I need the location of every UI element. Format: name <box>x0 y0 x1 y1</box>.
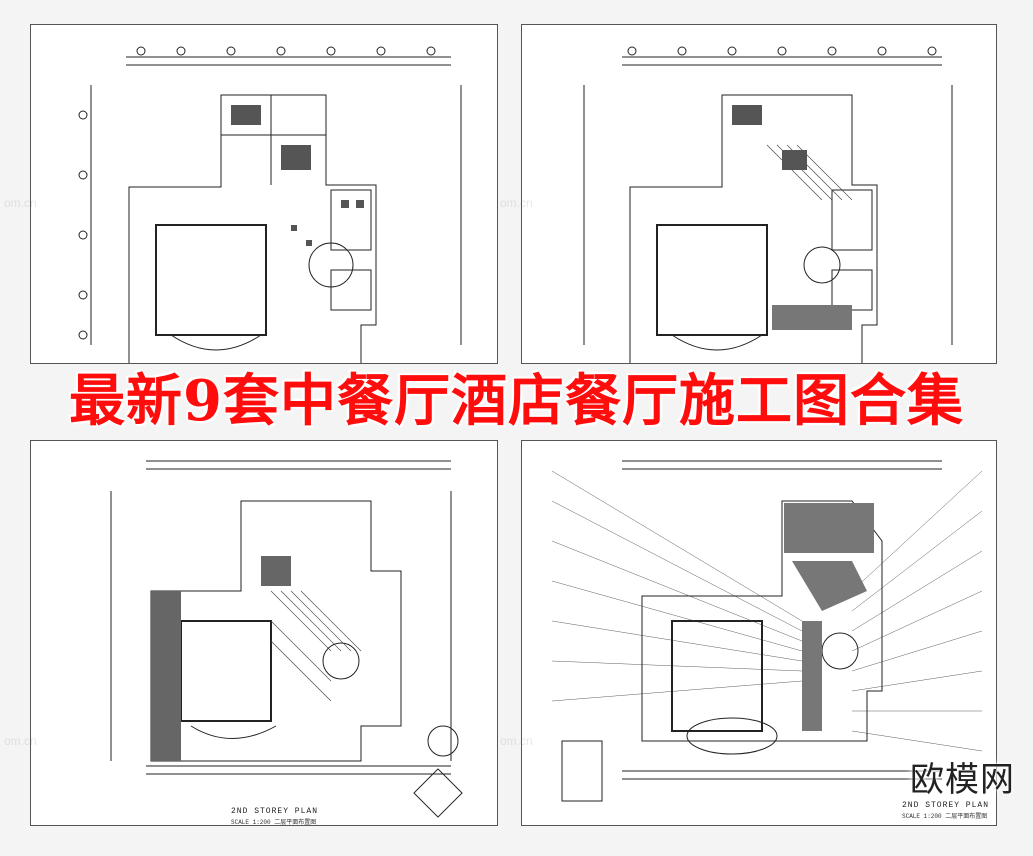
drawing-sheet-bottom-left: 2ND STOREY PLAN SCALE 1:200 二层平面布置图 <box>30 440 498 826</box>
plan-scale: SCALE 1:200 二层平面布置图 <box>902 813 988 820</box>
plan-title: 2ND STOREY PLAN <box>902 801 990 810</box>
watermark: om.cn <box>500 734 533 748</box>
watermark: om.cn <box>4 734 37 748</box>
headline-title: 最新9套中餐厅酒店餐厅施工图合集 <box>69 368 964 434</box>
watermark: om.cn <box>500 196 533 210</box>
drawing-sheet-top-left <box>30 24 498 364</box>
drawing-sheet-top-right <box>521 24 997 364</box>
floor-plan-drawing <box>583 46 953 363</box>
plan-title: 2ND STOREY PLAN <box>231 807 319 816</box>
plan-scale: SCALE 1:200 二层平面布置图 <box>231 819 317 826</box>
drawing-sheet-bottom-right: 2ND STOREY PLAN SCALE 1:200 二层平面布置图 <box>521 440 997 826</box>
watermark: om.cn <box>4 196 37 210</box>
floor-plan-drawing <box>110 460 463 818</box>
floor-plan-drawing <box>78 46 462 363</box>
brand-logo-text: 欧模网 <box>910 760 1015 800</box>
floor-plan-drawing <box>551 460 983 802</box>
